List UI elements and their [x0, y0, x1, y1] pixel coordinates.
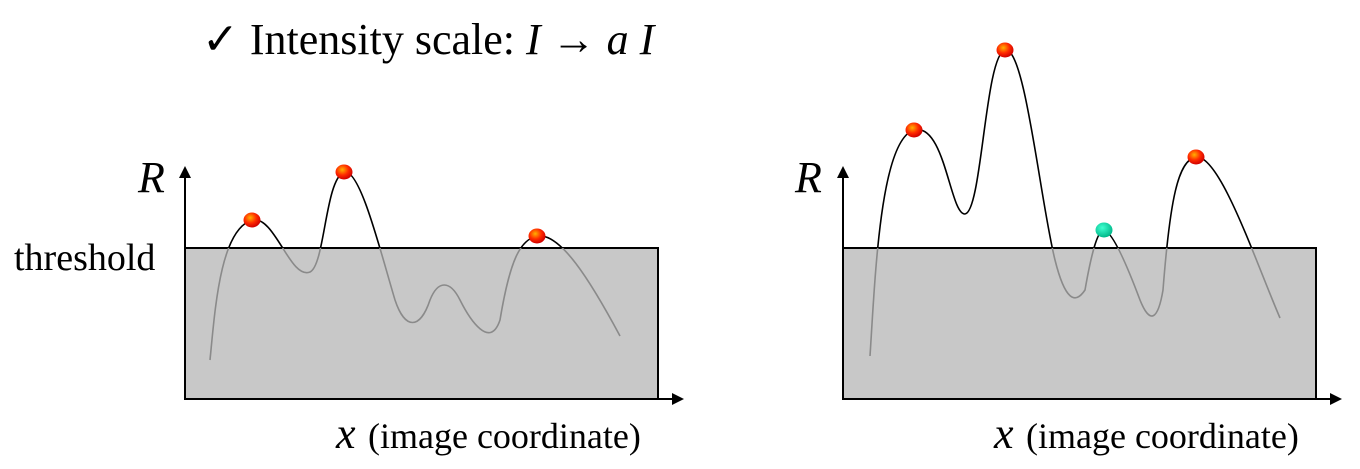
right-peak-3: [1187, 149, 1205, 165]
right-x-axis-var: x: [993, 409, 1014, 458]
left-panel: R threshold x (image coordinate): [14, 153, 684, 458]
slide-title: ✓ Intensity scale: I → a I: [202, 10, 654, 70]
title-text: Intensity scale:: [249, 15, 516, 64]
left-peak-2: [335, 164, 353, 180]
threshold-label: threshold: [14, 237, 155, 279]
right-peak-2: [996, 42, 1014, 58]
left-x-axis-arrowhead: [672, 393, 684, 405]
right-x-axis-desc: (image coordinate): [1026, 416, 1299, 456]
right-y-axis-label: R: [794, 153, 822, 202]
left-response-curve-above: [227, 171, 564, 248]
right-x-axis-arrowhead: [1330, 393, 1342, 405]
left-threshold-region: [184, 247, 659, 400]
right-response-curve-above: [876, 49, 1253, 248]
right-new-peak: [1095, 222, 1113, 238]
left-x-axis-desc: (image coordinate): [368, 416, 641, 456]
right-y-axis-arrowhead: [837, 166, 849, 178]
left-x-axis-var: x: [335, 409, 356, 458]
title-arrow: →: [551, 15, 596, 64]
right-response-curve-below: [869, 248, 1281, 357]
left-y-axis-arrowhead: [179, 166, 191, 178]
left-y-axis-label: R: [137, 153, 165, 202]
right-peak-1: [905, 122, 923, 138]
right-panel: R x (image coordinate): [794, 42, 1342, 458]
title-math-rhs: a I: [606, 15, 655, 64]
left-peak-3: [528, 228, 546, 244]
right-threshold-region: [842, 247, 1317, 400]
left-response-curve-below: [209, 248, 621, 361]
check-mark-icon: ✓: [202, 15, 239, 64]
title-math-lhs: I: [526, 15, 541, 64]
left-peak-1: [243, 212, 261, 228]
